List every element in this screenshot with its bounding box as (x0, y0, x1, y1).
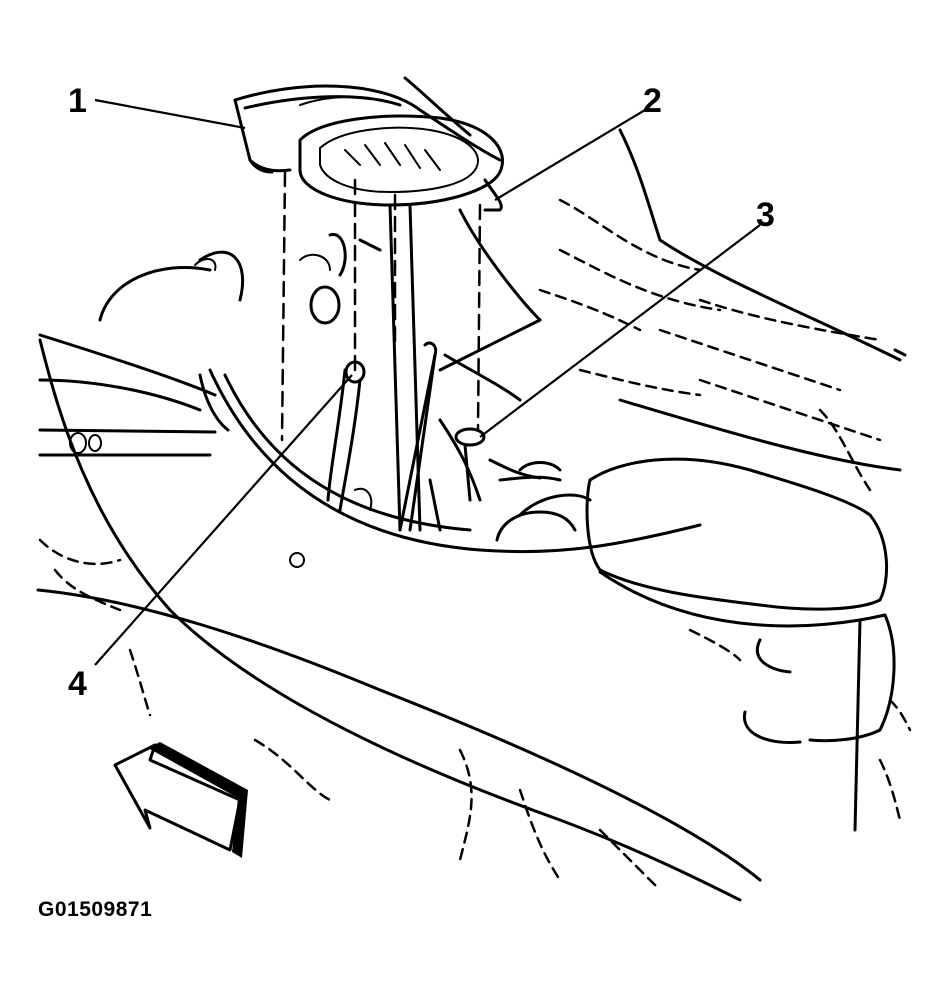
leader-line-4 (94, 374, 353, 666)
leader-line-3 (479, 224, 761, 438)
explosion-guide-lines (280, 170, 482, 442)
shift-indicator-bezel (233, 76, 504, 212)
surface-shading (38, 198, 912, 892)
forward-arrow-icon (113, 742, 248, 858)
console-body (36, 128, 907, 902)
leader-line-2 (494, 109, 646, 201)
callout-4: 4 (68, 665, 87, 703)
callouts: 1 2 3 4 (68, 82, 775, 703)
leader-lines (94, 98, 761, 666)
callout-1: 1 (68, 82, 87, 120)
leader-line-1 (94, 98, 246, 130)
shifter-column (299, 203, 562, 532)
callout-2: 2 (643, 82, 662, 120)
figure-id: G01509871 (38, 898, 153, 921)
callout-3: 3 (756, 196, 775, 234)
